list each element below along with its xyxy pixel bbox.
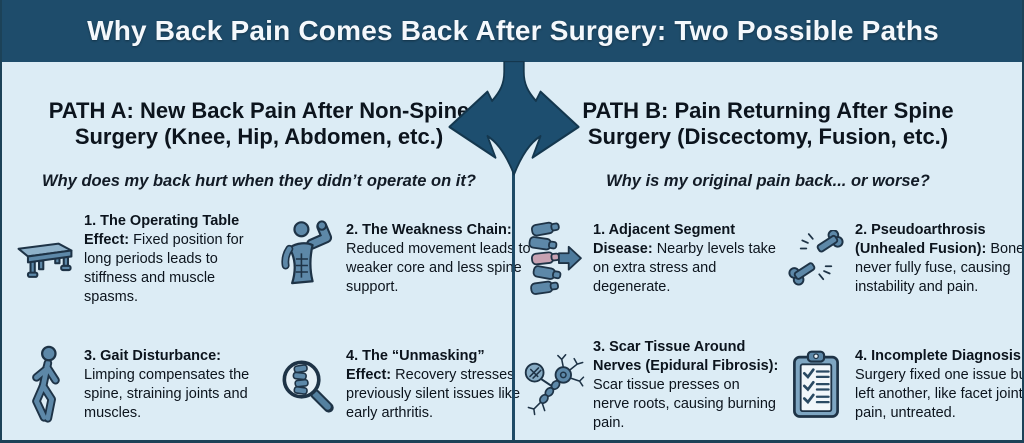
item-body: Fixed position for long periods leads to…: [84, 231, 244, 305]
item-text: 4. Incomplete Diagnosis: Surgery fixed o…: [855, 347, 1024, 423]
spine-arrow-icon: [523, 217, 585, 301]
main-title: Why Back Pain Comes Back After Surgery: …: [87, 15, 939, 46]
item-lead: 3. Scar Tissue Around Nerves (Epidural F…: [593, 338, 779, 374]
path-b-question: Why is my original pain back... or worse…: [606, 172, 930, 190]
path-b-title-line2: Surgery (Discectomy, Fusion, etc.): [587, 124, 949, 149]
path-a-title-line2: Surgery (Knee, Hip, Abdomen, etc.): [74, 124, 444, 149]
item-lead: 3. Gait Disturbance:: [84, 348, 221, 364]
neuron-icon: [523, 352, 585, 418]
item-text: 1. Adjacent Segment Disease: Nearby leve…: [593, 221, 779, 297]
path-b-title-line1: PATH B: Pain Returning After Spine: [582, 98, 954, 123]
item-lead: 1. The Operating Table Effect:: [84, 212, 240, 248]
item-body: Bones never fully fuse, causing instabil…: [855, 241, 1024, 295]
broken-bone-icon: [785, 230, 847, 288]
operating-table-icon: [14, 236, 76, 282]
path-b-item-3: 3. Scar Tissue Around Nerves (Epidural F…: [523, 337, 779, 433]
item-body: Reduced movement leads to weaker core an…: [346, 241, 531, 295]
path-a-item-4: 4. The “Unmasking” Effect: Recovery stre…: [276, 337, 532, 433]
item-text: 3. Gait Disturbance: Limping compensates…: [84, 347, 270, 423]
item-body: Limping compensates the spine, straining…: [84, 367, 250, 421]
path-a-items: 1. The Operating Table Effect: Fixed pos…: [10, 211, 531, 433]
item-lead: 4. Incomplete Diagnosis:: [855, 348, 1024, 364]
path-a-title: PATH A: New Back Pain After Non-Spine Su…: [24, 98, 494, 150]
path-a-item-2: 2. The Weakness Chain: Reduced movement …: [276, 211, 532, 307]
magnifier-spine-icon: [276, 354, 338, 416]
header-banner: Why Back Pain Comes Back After Surgery: …: [2, 0, 1022, 62]
path-b-title: PATH B: Pain Returning After Spine Surge…: [533, 98, 1003, 150]
path-b-section: PATH B: Pain Returning After Spine Surge…: [519, 62, 1022, 433]
item-lead: 2. The Weakness Chain:: [346, 222, 512, 238]
path-a-item-3: 3. Gait Disturbance: Limping compensates…: [14, 337, 270, 433]
item-body: Recovery stresses previously silent issu…: [346, 367, 521, 421]
item-text: 4. The “Unmasking” Effect: Recovery stre…: [346, 347, 532, 423]
path-b-item-2: 2. Pseudoarthrosis (Unhealed Fusion): Bo…: [785, 211, 1024, 307]
branch-arrow-icon: [448, 61, 580, 176]
item-body: Nearby levels take on extra stress and d…: [593, 241, 776, 295]
walking-person-icon: [14, 345, 76, 425]
item-text: 2. The Weakness Chain: Reduced movement …: [346, 221, 532, 297]
item-text: 3. Scar Tissue Around Nerves (Epidural F…: [593, 338, 779, 433]
item-lead: 1. Adjacent Segment Disease:: [593, 222, 736, 257]
path-b-items: 1. Adjacent Segment Disease: Nearby leve…: [519, 211, 1022, 433]
path-a-question: Why does my back hurt when they didn’t o…: [42, 172, 476, 190]
path-a-section: PATH A: New Back Pain After Non-Spine Su…: [10, 62, 531, 433]
path-a-item-1: 1. The Operating Table Effect: Fixed pos…: [14, 211, 270, 307]
item-lead: 4. The “Unmasking” Effect:: [346, 348, 485, 383]
item-text: 1. The Operating Table Effect: Fixed pos…: [84, 212, 270, 307]
item-text: 2. Pseudoarthrosis (Unhealed Fusion): Bo…: [855, 221, 1024, 297]
flexing-muscle-icon: [276, 220, 338, 298]
path-a-title-line1: PATH A: New Back Pain After Non-Spine: [48, 98, 470, 123]
item-lead: 2. Pseudoarthrosis (Unhealed Fusion):: [855, 222, 987, 257]
item-body: Scar tissue presses on nerve roots, caus…: [593, 376, 776, 431]
path-b-item-4: 4. Incomplete Diagnosis: Surgery fixed o…: [785, 337, 1024, 433]
column-divider: [512, 140, 515, 440]
path-b-item-1: 1. Adjacent Segment Disease: Nearby leve…: [523, 211, 779, 307]
clipboard-checklist-icon: [785, 349, 847, 421]
item-body: Surgery fixed one issue but left another…: [855, 367, 1024, 421]
